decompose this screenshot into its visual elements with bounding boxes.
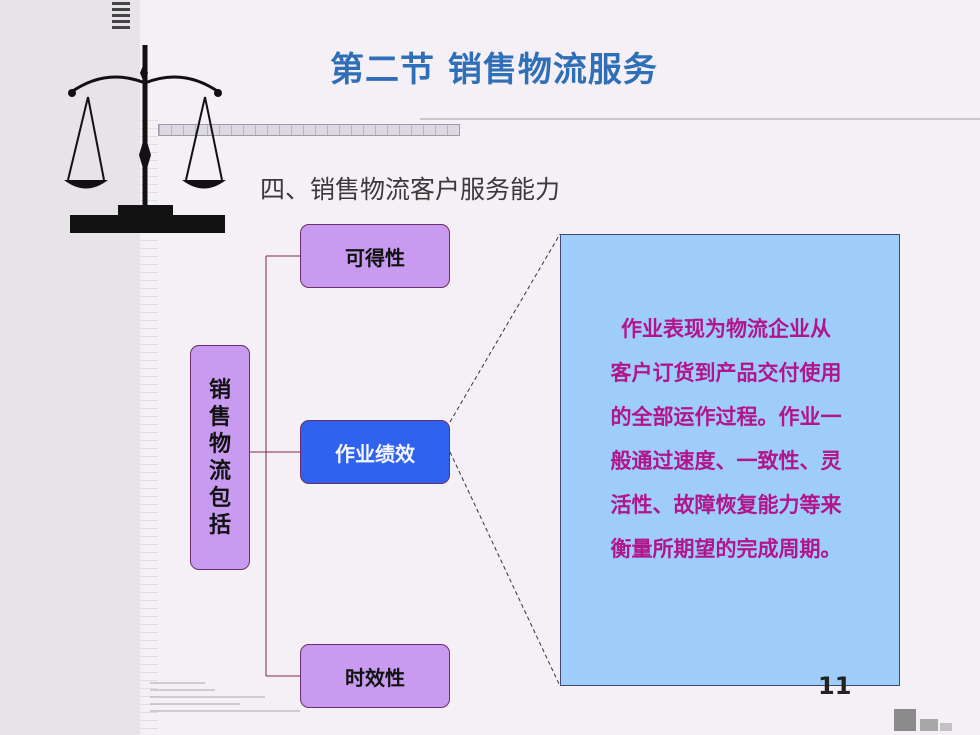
root-char: 包 <box>208 485 231 511</box>
description-line: 活性、故障恢复能力等来 <box>610 493 842 517</box>
description-line: 作业表现为物流企业从 <box>621 317 831 341</box>
description-line: 的全部运作过程。作业一 <box>610 405 842 429</box>
root-char: 物 <box>208 431 231 457</box>
header-divider <box>420 118 980 120</box>
item-timeliness[interactable]: 时效性 <box>300 644 450 708</box>
vertical-ruler <box>140 120 158 735</box>
page-title: 第二节 销售物流服务 <box>330 50 658 90</box>
bottom-left-lines <box>150 682 300 712</box>
item-availability[interactable]: 可得性 <box>300 224 450 288</box>
corner-bars-icon <box>112 2 130 29</box>
description-box: 作业表现为物流企业从 客户订货到产品交付使用 的全部运作过程。作业一 般通过速度… <box>560 234 900 686</box>
root-box: 销 售 物 流 包 括 <box>190 345 250 570</box>
section-subtitle: 四、销售物流客户服务能力 <box>260 175 561 204</box>
description-line: 衡量所期望的完成周期。 <box>610 537 842 561</box>
description-line: 客户订货到产品交付使用 <box>610 361 842 385</box>
corner-blocks-icon <box>894 709 952 731</box>
balance-scale-icon <box>64 45 226 233</box>
root-char: 括 <box>208 512 231 538</box>
item-operational-performance[interactable]: 作业绩效 <box>300 420 450 484</box>
root-char: 流 <box>208 458 231 484</box>
root-char: 销 <box>208 377 231 403</box>
description-line: 般通过速度、一致性、灵 <box>610 449 842 473</box>
left-decor-band <box>0 0 140 735</box>
horizontal-ruler <box>158 124 460 136</box>
page-number: 11 <box>818 672 852 700</box>
root-char: 售 <box>208 404 231 430</box>
